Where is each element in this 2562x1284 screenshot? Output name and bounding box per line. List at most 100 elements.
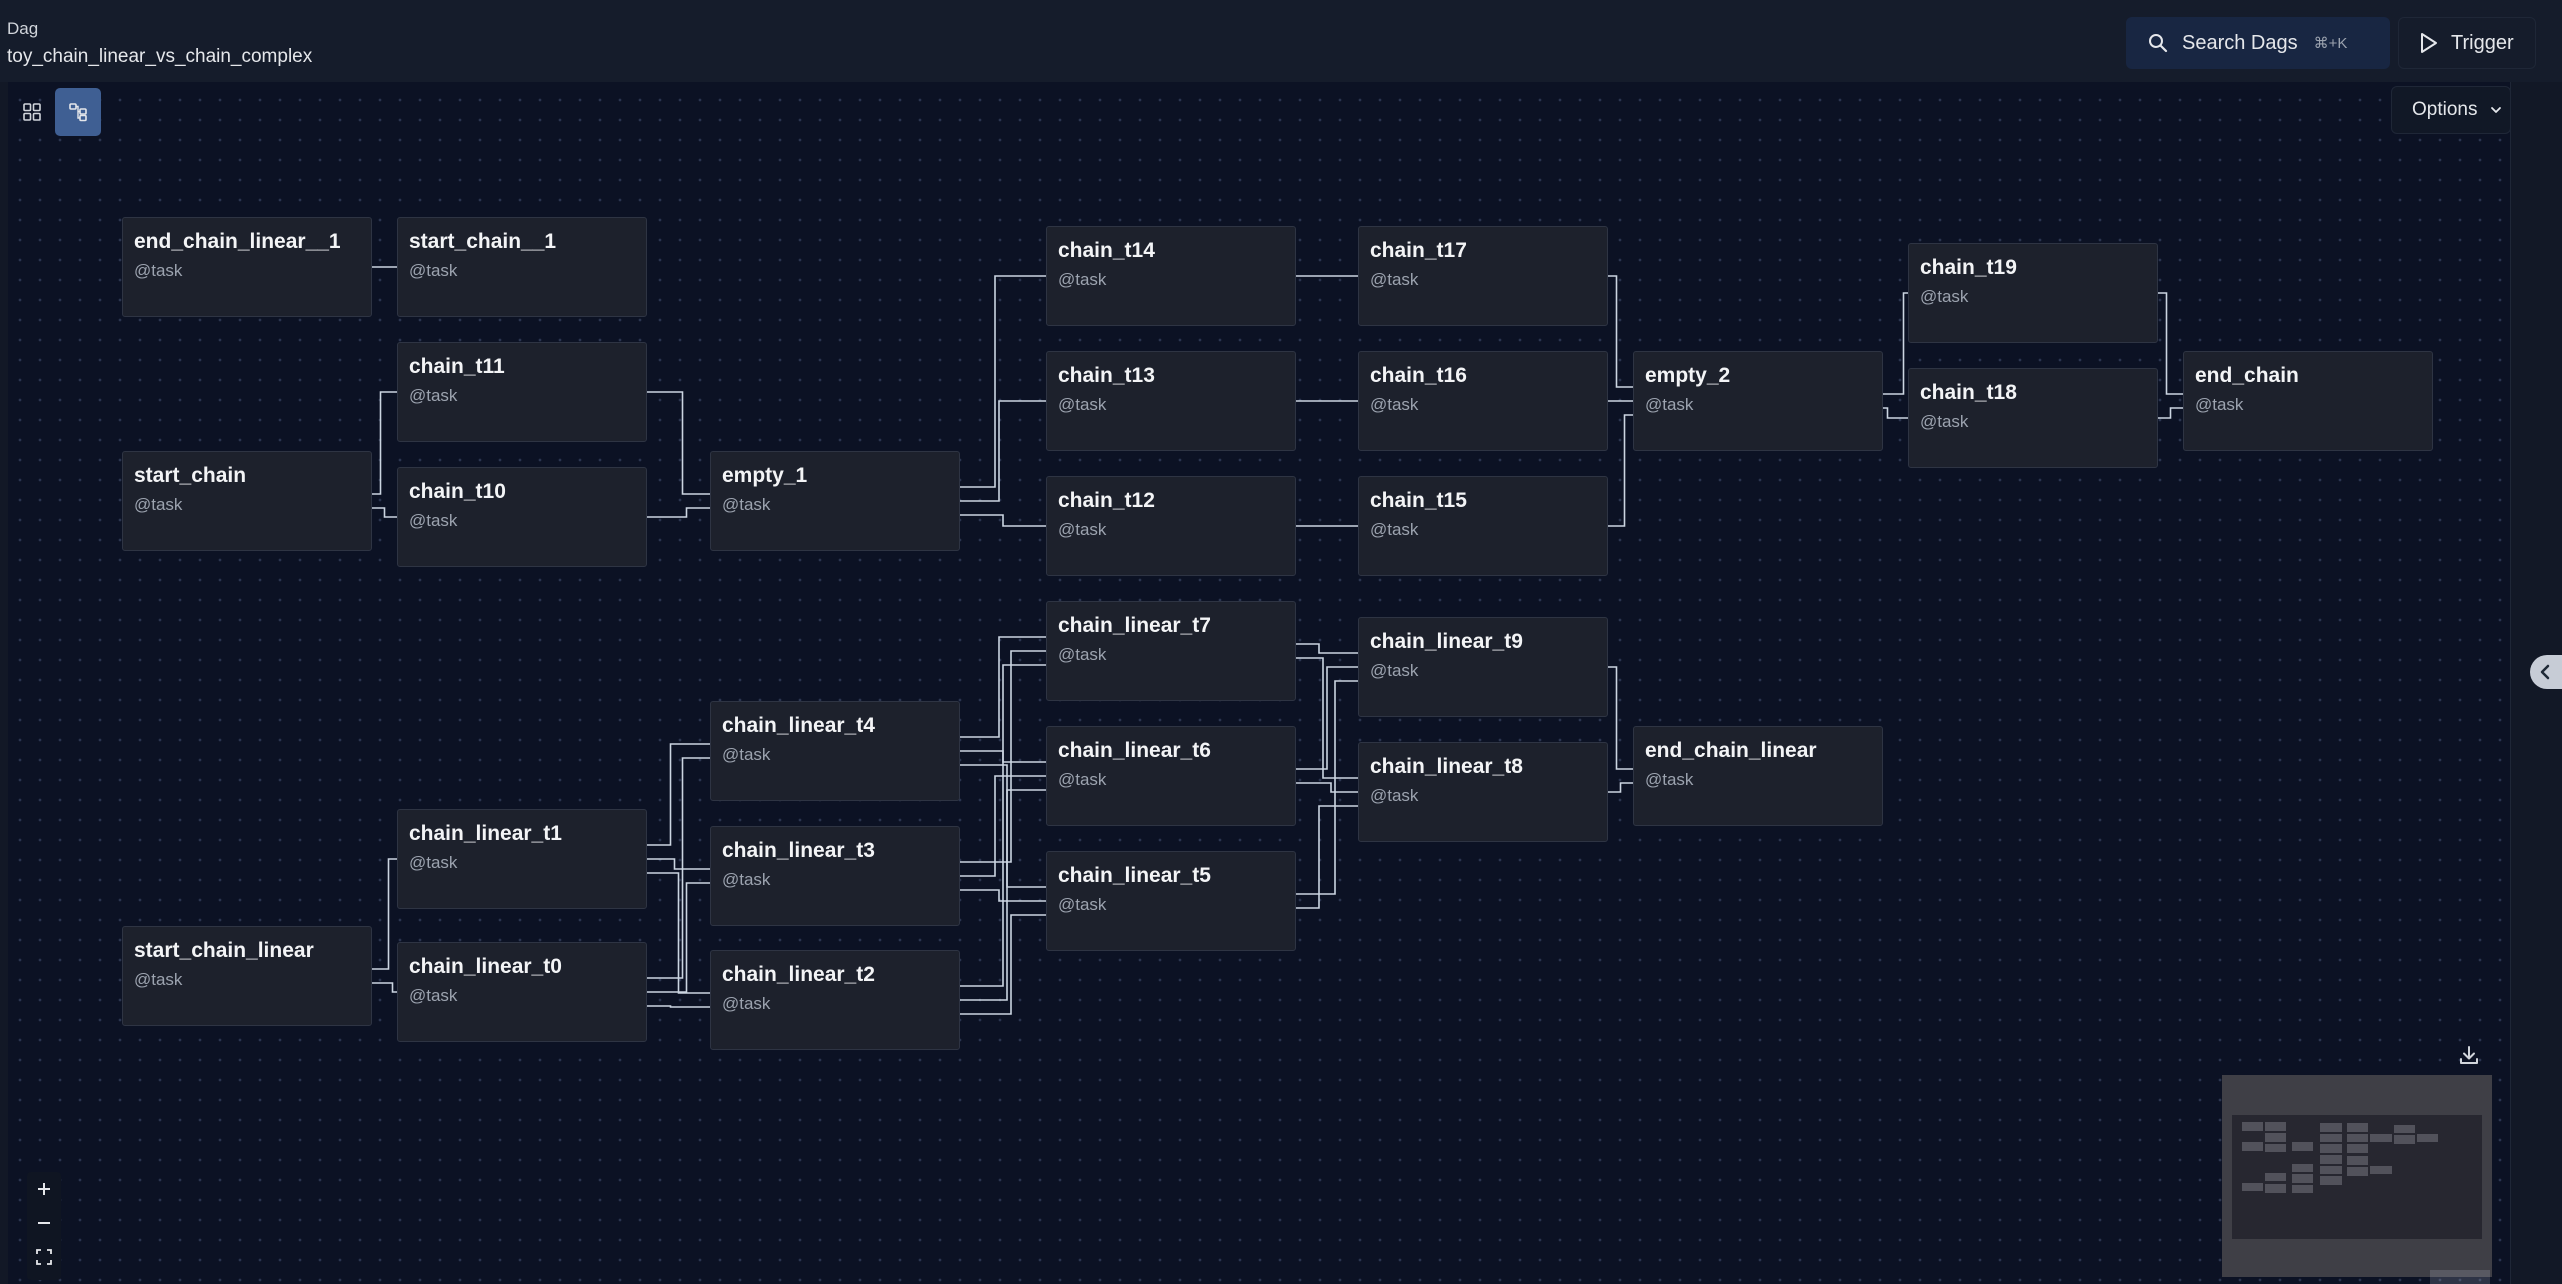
task-name: chain_t15 bbox=[1370, 489, 1467, 512]
task-name: end_chain bbox=[2195, 364, 2299, 387]
trigger-label: Trigger bbox=[2451, 31, 2514, 54]
edge-empty_2-to-chain_t19 bbox=[1883, 292, 1908, 395]
task-name: end_chain_linear__1 bbox=[134, 230, 341, 253]
plus-icon bbox=[38, 1183, 50, 1195]
edge-chain_linear_t2-to-chain_linear_t7 bbox=[960, 664, 1046, 987]
task-type: @task bbox=[1370, 661, 1419, 680]
panel-toggle-button[interactable] bbox=[2530, 655, 2562, 689]
task-node-chain_t13[interactable]: chain_t13@task bbox=[1046, 351, 1296, 451]
task-node-chain_linear_t9[interactable]: chain_linear_t9@task bbox=[1358, 617, 1608, 717]
minimap-node bbox=[2346, 1144, 2369, 1153]
grid-view-button[interactable] bbox=[9, 88, 55, 136]
trigger-button[interactable]: Trigger bbox=[2398, 17, 2536, 69]
task-node-empty_2[interactable]: empty_2 @task bbox=[1633, 351, 1883, 451]
task-node-chain_linear_t0[interactable]: chain_linear_t0@task bbox=[397, 942, 647, 1042]
download-button[interactable] bbox=[2454, 1040, 2484, 1070]
edge-chain_linear_t3-to-chain_linear_t5 bbox=[960, 889, 1046, 902]
task-node-chain_linear_t1[interactable]: chain_linear_t1@task bbox=[397, 809, 647, 909]
task-node-chain_linear_t3[interactable]: chain_linear_t3@task bbox=[710, 826, 960, 926]
task-type: @task bbox=[409, 511, 458, 530]
task-name: chain_linear_t5 bbox=[1058, 864, 1211, 887]
task-type: @task bbox=[1370, 520, 1419, 539]
task-node-chain_t16[interactable]: chain_t16@task bbox=[1358, 351, 1608, 451]
task-type: @task bbox=[1645, 395, 1694, 414]
graph-view-button[interactable] bbox=[55, 88, 101, 136]
task-node-start_chain_linear[interactable]: start_chain_linear@task bbox=[122, 926, 372, 1026]
task-name: chain_t18 bbox=[1920, 381, 2017, 404]
edge-chain_linear_t0-to-chain_linear_t4 bbox=[647, 757, 710, 979]
task-type: @task bbox=[134, 495, 183, 514]
task-name: chain_linear_t7 bbox=[1058, 614, 1211, 637]
task-node-chain_linear_t5[interactable]: chain_linear_t5@task bbox=[1046, 851, 1296, 951]
edge-chain_linear_t0-to-chain_linear_t3 bbox=[647, 882, 710, 993]
task-node-chain_t14[interactable]: chain_t14@task bbox=[1046, 226, 1296, 326]
task-node-end_chain_linear[interactable]: end_chain_linear@task bbox=[1633, 726, 1883, 826]
edge-chain_t19-to-end_chain bbox=[2158, 292, 2183, 395]
edge-chain_linear_t7-to-chain_linear_t9 bbox=[1296, 643, 1358, 654]
task-type: @task bbox=[409, 986, 458, 1005]
edge-chain_linear_t8-to-end_chain_linear bbox=[1608, 782, 1633, 793]
zoom-in-button[interactable] bbox=[27, 1172, 61, 1206]
edge-chain_linear_t2-to-chain_linear_t6 bbox=[960, 789, 1046, 1001]
task-node-chain_linear_t7[interactable]: chain_linear_t7 @task bbox=[1046, 601, 1296, 701]
task-node-chain_t12[interactable]: chain_t12@task bbox=[1046, 476, 1296, 576]
minimap-node bbox=[2291, 1174, 2314, 1183]
minimap-node bbox=[2393, 1135, 2415, 1144]
task-node-start_chain__1[interactable]: start_chain__1@task bbox=[397, 217, 647, 317]
search-icon bbox=[2149, 34, 2168, 53]
minimap-node bbox=[2265, 1122, 2287, 1131]
task-type: @task bbox=[1058, 270, 1107, 289]
task-node-chain_t18[interactable]: chain_t18@task bbox=[1908, 368, 2158, 468]
edge-start_chain_linear-to-chain_linear_t1 bbox=[372, 858, 397, 970]
task-name: chain_t11 bbox=[409, 355, 505, 378]
options-dropdown[interactable]: Options bbox=[2391, 86, 2511, 134]
edge-chain_linear_t5-to-chain_linear_t8 bbox=[1296, 805, 1358, 909]
fit-view-button[interactable] bbox=[27, 1240, 61, 1274]
dag-kicker: Dag bbox=[7, 19, 39, 38]
task-node-chain_linear_t6[interactable]: chain_linear_t6@task bbox=[1046, 726, 1296, 826]
edge-chain_linear_t1-to-chain_linear_t2 bbox=[647, 872, 710, 994]
task-node-end_chain_linear__1[interactable]: end_chain_linear__1@task bbox=[122, 217, 372, 317]
task-type: @task bbox=[134, 970, 183, 989]
left-border bbox=[0, 82, 8, 1284]
minimap-node bbox=[2265, 1184, 2287, 1193]
minimap-viewport bbox=[2232, 1115, 2482, 1239]
task-name: empty_2 bbox=[1645, 364, 1731, 387]
task-type: @task bbox=[1058, 770, 1107, 789]
task-node-chain_linear_t4[interactable]: chain_linear_t4@task bbox=[710, 701, 960, 801]
task-name: chain_t19 bbox=[1920, 256, 2017, 279]
task-name: chain_linear_t2 bbox=[722, 963, 875, 986]
minimap-node bbox=[2346, 1133, 2369, 1143]
task-type: @task bbox=[1058, 645, 1107, 664]
task-node-end_chain[interactable]: end_chain@task bbox=[2183, 351, 2433, 451]
edge-chain_linear_t0-to-chain_linear_t2 bbox=[647, 1005, 710, 1008]
minimap-node bbox=[2291, 1184, 2314, 1194]
edge-chain_linear_t1-to-chain_linear_t3 bbox=[647, 858, 710, 870]
task-node-start_chain[interactable]: start_chain@task bbox=[122, 451, 372, 551]
search-dags-button[interactable]: Search Dags ⌘+K bbox=[2126, 17, 2390, 69]
task-node-chain_linear_t8[interactable]: chain_linear_t8@task bbox=[1358, 742, 1608, 842]
task-name: start_chain__1 bbox=[409, 230, 557, 253]
task-node-chain_t19[interactable]: chain_t19@task bbox=[1908, 243, 2158, 343]
chevron-down-icon bbox=[2491, 107, 2502, 113]
task-node-chain_t10[interactable]: chain_t10@task bbox=[397, 467, 647, 567]
task-node-chain_t15[interactable]: chain_t15 @task bbox=[1358, 476, 1608, 576]
task-node-chain_t11[interactable]: chain_t11@task bbox=[397, 342, 647, 442]
minus-icon bbox=[38, 1222, 50, 1224]
task-node-empty_1[interactable]: empty_1@task bbox=[710, 451, 960, 551]
task-name: chain_linear_t8 bbox=[1370, 755, 1523, 778]
minimap[interactable] bbox=[2222, 1075, 2492, 1277]
edge-start_chain-to-chain_t10 bbox=[372, 507, 397, 518]
edge-chain_t17-to-empty_2 bbox=[1608, 275, 1633, 388]
zoom-out-button[interactable] bbox=[27, 1206, 61, 1240]
view-toggle bbox=[9, 88, 101, 136]
fit-view-icon bbox=[36, 1249, 52, 1265]
options-label: Options bbox=[2412, 99, 2478, 120]
task-node-chain_t17[interactable]: chain_t17@task bbox=[1358, 226, 1608, 326]
minimap-node bbox=[2393, 1124, 2415, 1134]
task-type: @task bbox=[722, 745, 771, 764]
minimap-node bbox=[2241, 1122, 2264, 1131]
task-node-chain_linear_t2[interactable]: chain_linear_t2@task bbox=[710, 950, 960, 1050]
minimap-node bbox=[2241, 1182, 2264, 1192]
minimap-node bbox=[2320, 1176, 2342, 1185]
